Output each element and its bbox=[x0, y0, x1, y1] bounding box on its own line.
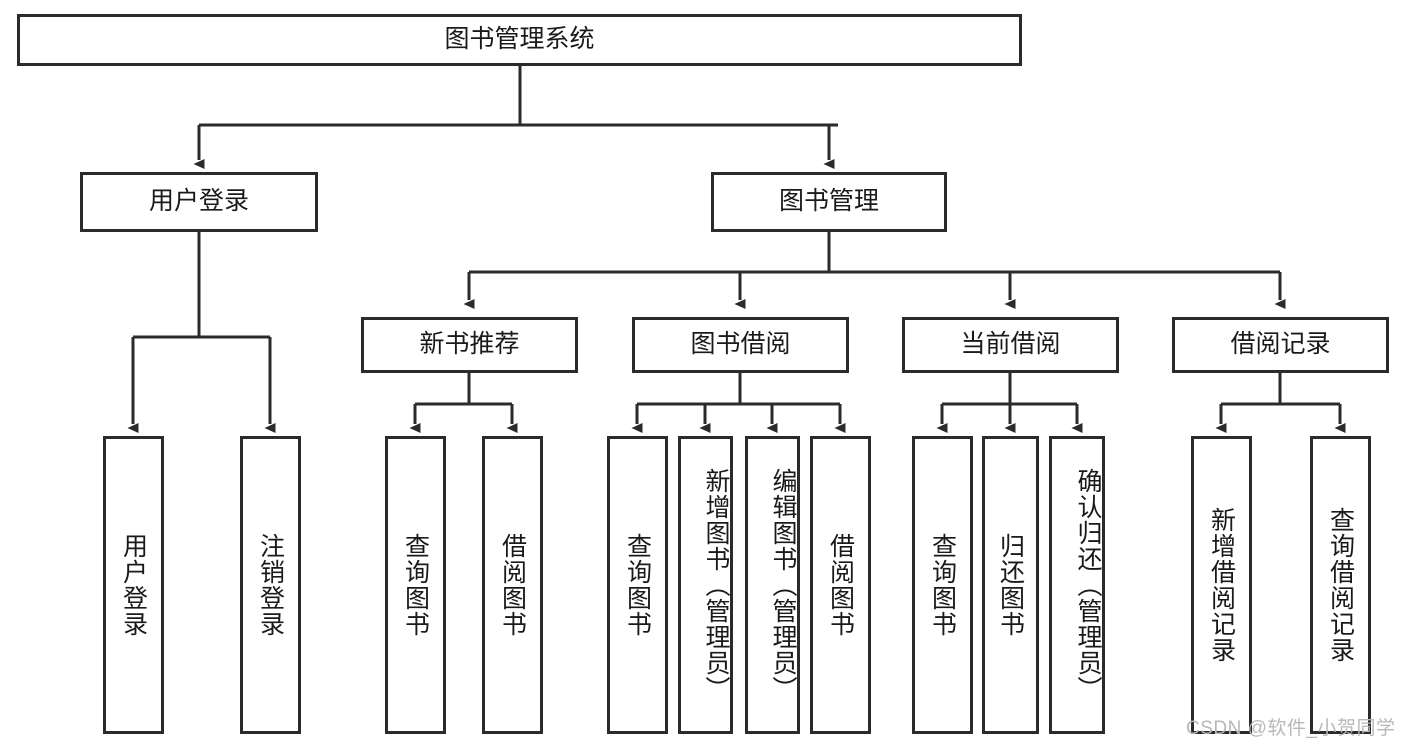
node-leaf-confirm-return-admin[interactable]: 确认归还（管理员） bbox=[1049, 436, 1105, 734]
node-leaf-return-book[interactable]: 归还图书 bbox=[982, 436, 1039, 734]
node-label: 查询借阅记录 bbox=[1326, 507, 1355, 663]
node-leaf-edit-book-admin[interactable]: 编辑图书（管理员） bbox=[745, 436, 800, 734]
node-book-management[interactable]: 图书管理 bbox=[711, 172, 947, 232]
node-label: 图书借阅 bbox=[690, 330, 791, 359]
node-label: 查询图书 bbox=[623, 533, 652, 637]
node-label: 归还图书 bbox=[996, 533, 1025, 637]
node-user-login[interactable]: 用户登录 bbox=[80, 172, 318, 232]
node-label: 新增图书（管理员） bbox=[702, 468, 730, 702]
node-label: 图书管理系统 bbox=[444, 25, 595, 54]
node-label: 用户登录 bbox=[148, 187, 249, 216]
node-leaf-query-book-1[interactable]: 查询图书 bbox=[385, 436, 446, 734]
node-leaf-query-book-3[interactable]: 查询图书 bbox=[912, 436, 973, 734]
node-new-book-recommend[interactable]: 新书推荐 bbox=[361, 317, 578, 373]
node-leaf-logout[interactable]: 注销登录 bbox=[240, 436, 301, 734]
node-leaf-add-borrow-record[interactable]: 新增借阅记录 bbox=[1191, 436, 1252, 734]
csdn-watermark: CSDN @软件_小贺同学 bbox=[1186, 718, 1396, 739]
node-label: 借阅记录 bbox=[1230, 330, 1331, 359]
node-borrow-record[interactable]: 借阅记录 bbox=[1172, 317, 1389, 373]
node-leaf-add-book-admin[interactable]: 新增图书（管理员） bbox=[678, 436, 733, 734]
node-label: 注销登录 bbox=[256, 533, 285, 637]
node-book-borrow[interactable]: 图书借阅 bbox=[632, 317, 849, 373]
node-leaf-borrow-book-1[interactable]: 借阅图书 bbox=[482, 436, 543, 734]
node-label: 借阅图书 bbox=[826, 533, 855, 637]
node-leaf-query-book-2[interactable]: 查询图书 bbox=[607, 436, 668, 734]
node-label: 确认归还（管理员） bbox=[1074, 468, 1102, 702]
node-label: 新增借阅记录 bbox=[1207, 507, 1236, 663]
node-label: 查询图书 bbox=[401, 533, 430, 637]
node-leaf-query-borrow-record[interactable]: 查询借阅记录 bbox=[1310, 436, 1371, 734]
node-leaf-borrow-book-2[interactable]: 借阅图书 bbox=[810, 436, 871, 734]
node-label: 查询图书 bbox=[928, 533, 957, 637]
node-label: 当前借阅 bbox=[960, 330, 1061, 359]
node-label: 编辑图书（管理员） bbox=[769, 468, 797, 702]
node-label: 图书管理 bbox=[778, 187, 879, 216]
node-root-system[interactable]: 图书管理系统 bbox=[17, 14, 1022, 66]
node-label: 用户登录 bbox=[119, 533, 148, 637]
node-label: 新书推荐 bbox=[419, 330, 520, 359]
node-current-borrow[interactable]: 当前借阅 bbox=[902, 317, 1119, 373]
node-label: 借阅图书 bbox=[498, 533, 527, 637]
node-leaf-user-login[interactable]: 用户登录 bbox=[103, 436, 164, 734]
